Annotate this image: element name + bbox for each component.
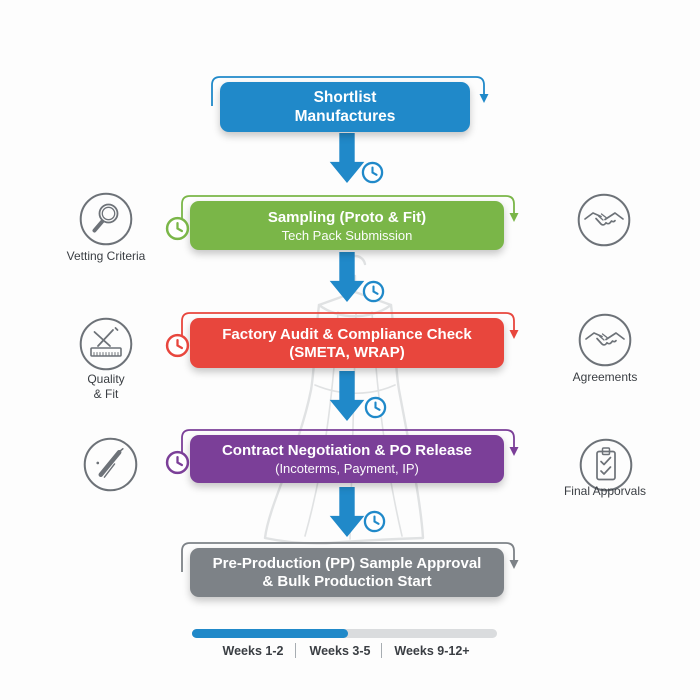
loop-arrow-icon: [211, 76, 489, 106]
step-title: Sampling (Proto & Fit): [267, 208, 427, 226]
timeline-divider: [295, 643, 296, 658]
handshake-icon: [578, 313, 632, 367]
clipboard-check-icon: [579, 438, 633, 492]
step-box: Pre-Production (PP) Sample Approval & Bu…: [190, 548, 504, 597]
loop-arrow-icon: [181, 195, 519, 225]
side-label-final-apporvals: Final Apporvals: [563, 484, 647, 498]
clock-icon: [364, 396, 387, 419]
side-label-quality-fit: Quality & Fit: [87, 372, 125, 401]
clock-icon: [361, 161, 384, 184]
clock-icon: [362, 280, 385, 303]
magnifier-icon: [79, 192, 133, 246]
clock-icon: [165, 333, 190, 358]
step-title: Factory Audit & Compliance Check: [222, 325, 472, 343]
loop-arrow-icon: [181, 429, 519, 459]
step-box: Factory Audit & Compliance Check (SMETA,…: [190, 318, 504, 368]
down-arrow-icon: [329, 487, 365, 537]
timeline-segment-label: Weeks 9-12+: [394, 644, 470, 658]
step-title: Contract Negotiation & PO Release: [221, 442, 473, 459]
ruler-pencil-icon: [79, 317, 133, 371]
timeline-segment-label: Weeks 3-5: [309, 644, 371, 658]
step-subtitle: & Bulk Production Start: [262, 573, 432, 590]
step-box: Sampling (Proto & Fit) Tech Pack Submiss…: [190, 201, 504, 250]
step-box: Contract Negotiation & PO Release (Incot…: [190, 435, 504, 483]
step-title: Pre-Production (PP) Sample Approval: [212, 555, 482, 572]
down-arrow-icon: [329, 133, 365, 183]
handshake-icon: [577, 193, 631, 247]
pen-icon: [83, 437, 138, 492]
step-subtitle: (Incoterms, Payment, IP): [275, 461, 419, 476]
timeline-progress-fill: [192, 629, 348, 638]
timeline-divider: [381, 643, 382, 658]
side-label-agreements: Agreements: [572, 370, 638, 384]
clock-icon: [165, 216, 190, 241]
down-arrow-icon: [329, 371, 365, 421]
timeline-segment-label: Weeks 1-2: [222, 644, 284, 658]
side-label-vetting-criteria: Vetting Criteria: [66, 249, 146, 263]
step-box: Shortlist Manufactures: [220, 82, 470, 132]
loop-arrow-icon: [181, 312, 519, 342]
step-subtitle: (SMETA, WRAP): [289, 343, 405, 361]
step-title-line2: Manufactures: [294, 108, 396, 125]
step-subtitle: Tech Pack Submission: [281, 227, 413, 243]
down-arrow-icon: [329, 252, 365, 302]
step-title: Shortlist: [313, 89, 377, 106]
loop-arrow-icon: [181, 542, 519, 572]
clock-icon: [165, 450, 190, 475]
clock-icon: [363, 510, 386, 533]
timeline-track: [192, 629, 497, 638]
